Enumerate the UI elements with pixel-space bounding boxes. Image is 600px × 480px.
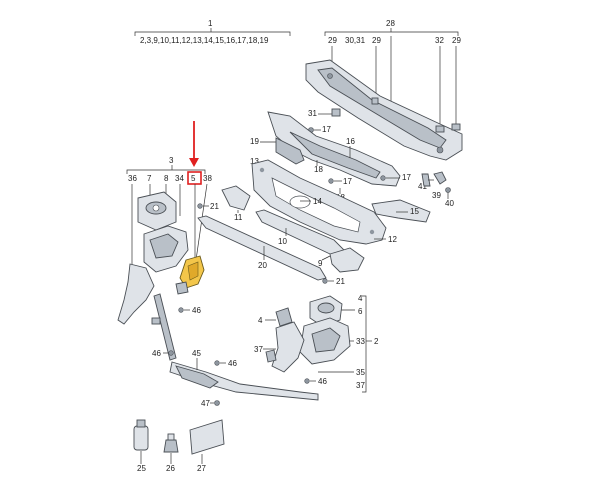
callout-14: 14 bbox=[313, 197, 322, 206]
callout-9: 9 bbox=[318, 259, 323, 268]
highlight-callout-5: 5 bbox=[187, 121, 202, 185]
cross-member-20 bbox=[197, 215, 327, 281]
callout-35: 35 bbox=[356, 368, 365, 377]
callout-21b: 21 bbox=[336, 277, 345, 286]
callout-37a: 37 bbox=[254, 345, 263, 354]
callout-11: 11 bbox=[234, 213, 243, 222]
callout-25: 25 bbox=[137, 464, 146, 473]
group-3-number: 3 bbox=[169, 156, 174, 165]
group-2-number: 2 bbox=[374, 337, 379, 346]
group-2-bracket bbox=[362, 295, 367, 393]
strut-dome-right bbox=[309, 295, 343, 327]
longitudinal-member bbox=[117, 263, 155, 325]
insulation-pad-27 bbox=[189, 419, 225, 455]
callout-21a: 21 bbox=[210, 202, 219, 211]
callout-29c: 29 bbox=[452, 36, 461, 45]
lower-cross-member-45 bbox=[169, 361, 319, 401]
plug-26 bbox=[163, 433, 179, 453]
callout-19: 19 bbox=[250, 137, 259, 146]
callout-31: 31 bbox=[308, 109, 317, 118]
upper-cross-member bbox=[305, 59, 463, 161]
group-1-bracket bbox=[134, 31, 291, 36]
callout-30-31: 30,31 bbox=[345, 36, 366, 45]
callout-29b: 29 bbox=[372, 36, 381, 45]
callout-33: 33 bbox=[356, 337, 365, 346]
callout-4-left: 4 bbox=[258, 316, 263, 325]
callout-20: 20 bbox=[258, 261, 267, 270]
callout-46b: 46 bbox=[318, 377, 327, 386]
group-1-sub-numbers: 2,3,9,10,11,12,13,14,15,16,17,18,19 bbox=[140, 36, 269, 45]
callout-7: 7 bbox=[147, 174, 152, 183]
callout-46a: 46 bbox=[192, 306, 201, 315]
callout-15: 15 bbox=[410, 207, 419, 216]
callout-38: 38 bbox=[203, 174, 212, 183]
callout-16: 16 bbox=[346, 137, 355, 146]
wheel-housing-inner bbox=[143, 225, 189, 273]
callout-46-left: 46 bbox=[152, 349, 161, 358]
strut-dome bbox=[137, 191, 177, 231]
callout-4: 4 bbox=[358, 294, 363, 303]
lock-carrier-frame bbox=[251, 159, 387, 245]
group-28-number: 28 bbox=[386, 19, 395, 28]
lock-carrier-upper bbox=[267, 111, 401, 187]
wheel-housing-right bbox=[299, 317, 351, 365]
bracket-11 bbox=[221, 185, 251, 211]
group-3-bracket bbox=[126, 169, 206, 174]
callout-27: 27 bbox=[197, 464, 206, 473]
callout-17a: 17 bbox=[322, 125, 331, 134]
group-28-bracket bbox=[324, 31, 459, 36]
callout-26: 26 bbox=[166, 464, 175, 473]
callout-6: 6 bbox=[358, 307, 363, 316]
callout-5: 5 bbox=[191, 174, 196, 183]
callout-46c: 46 bbox=[228, 359, 237, 368]
group-1-number: 1 bbox=[208, 19, 213, 28]
callout-45: 45 bbox=[192, 349, 201, 358]
callout-8: 8 bbox=[164, 174, 169, 183]
callout-39: 39 bbox=[432, 191, 441, 200]
sealant-tube-25 bbox=[133, 419, 149, 451]
callout-40: 40 bbox=[445, 199, 454, 208]
callout-17c: 17 bbox=[402, 173, 411, 182]
callout-29a: 29 bbox=[328, 36, 337, 45]
callout-18a: 18 bbox=[314, 165, 323, 174]
highlighted-part-5 bbox=[179, 255, 205, 289]
callout-36: 36 bbox=[128, 174, 137, 183]
callout-10: 10 bbox=[278, 237, 287, 246]
callout-12: 12 bbox=[388, 235, 397, 244]
bracket-9 bbox=[329, 247, 365, 273]
callout-34: 34 bbox=[175, 174, 184, 183]
callout-13: 13 bbox=[250, 157, 259, 166]
callout-41: 41 bbox=[418, 182, 427, 191]
callout-32: 32 bbox=[435, 36, 444, 45]
callout-37b: 37 bbox=[356, 381, 365, 390]
callout-47: 47 bbox=[201, 399, 210, 408]
callout-17b: 17 bbox=[343, 177, 352, 186]
